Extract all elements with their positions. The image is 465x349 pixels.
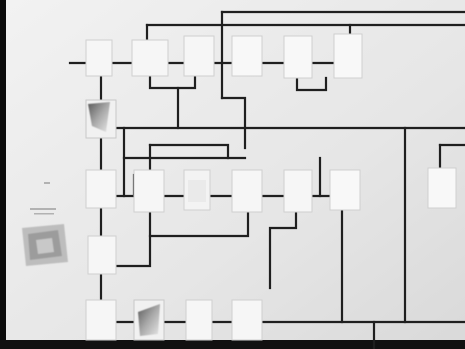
card xyxy=(86,40,112,76)
card xyxy=(134,170,164,212)
card xyxy=(232,300,262,340)
bottom-frame-edge xyxy=(0,340,465,349)
card xyxy=(88,236,116,274)
card xyxy=(284,36,312,78)
card xyxy=(232,36,262,76)
card xyxy=(184,36,214,76)
card xyxy=(86,170,116,208)
card xyxy=(186,300,212,340)
card xyxy=(232,170,262,212)
card xyxy=(188,180,206,202)
card xyxy=(334,34,362,78)
card xyxy=(284,170,312,212)
wall-photo-print xyxy=(22,224,68,266)
left-frame-edge xyxy=(0,0,6,349)
card xyxy=(132,40,168,76)
card xyxy=(330,170,360,210)
card xyxy=(428,168,456,208)
card xyxy=(86,300,116,340)
